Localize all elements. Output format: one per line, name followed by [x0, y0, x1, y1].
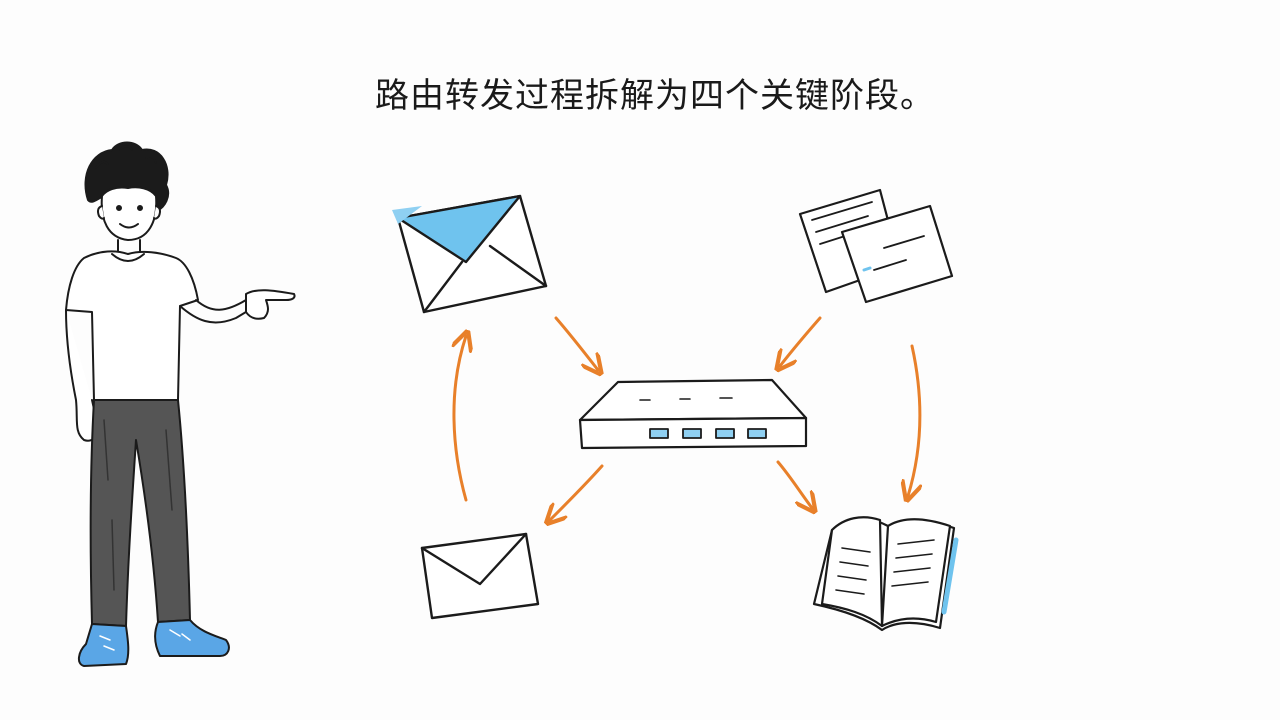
flow-arrows — [454, 316, 920, 520]
presenter-person-icon — [65, 141, 296, 667]
arrow-documents-to-book — [908, 344, 920, 496]
arrow-envelope-to-router — [554, 316, 598, 370]
open-book-icon — [812, 516, 959, 632]
router-icon — [578, 378, 808, 450]
envelope-blue-icon — [392, 194, 548, 314]
arrow-router-to-book — [776, 460, 812, 508]
documents-icon — [798, 188, 954, 304]
envelope-icon — [420, 532, 540, 620]
arrow-documents-to-router — [780, 316, 822, 366]
arrow-envelope-loop-up — [454, 336, 466, 502]
diagram-title: 路由转发过程拆解为四个关键阶段。 — [375, 76, 935, 116]
arrow-router-to-envelope — [550, 464, 604, 520]
